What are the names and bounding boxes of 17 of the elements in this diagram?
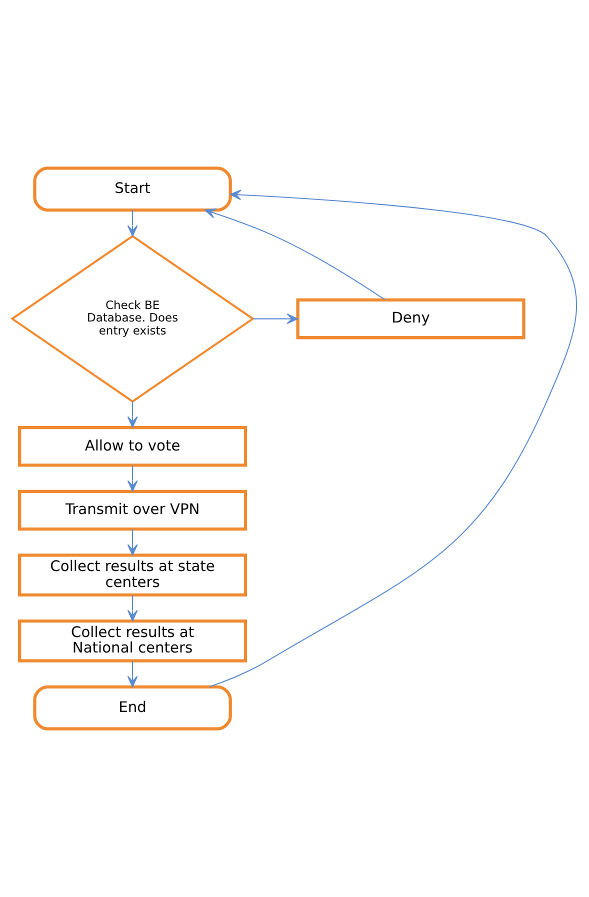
arrow [127, 661, 138, 688]
node-box: Start [33, 166, 232, 212]
arrow [127, 595, 138, 622]
node-box: Transmit over VPN [18, 490, 248, 531]
arrow [127, 529, 138, 556]
node-box: End [33, 685, 232, 730]
node-box: Allow to vote [18, 426, 248, 467]
node-box: Deny [296, 298, 526, 340]
arrow [204, 208, 386, 300]
node-box: Collect results at National centers [18, 620, 248, 662]
arrow [127, 401, 138, 428]
arrow [127, 210, 138, 237]
node-diamond: Check BE Database. Does entry exists [10, 234, 255, 403]
node-box: Collect results at state centers [18, 554, 248, 596]
arrow [252, 314, 298, 324]
arrow [127, 465, 138, 492]
arrow [209, 190, 577, 688]
